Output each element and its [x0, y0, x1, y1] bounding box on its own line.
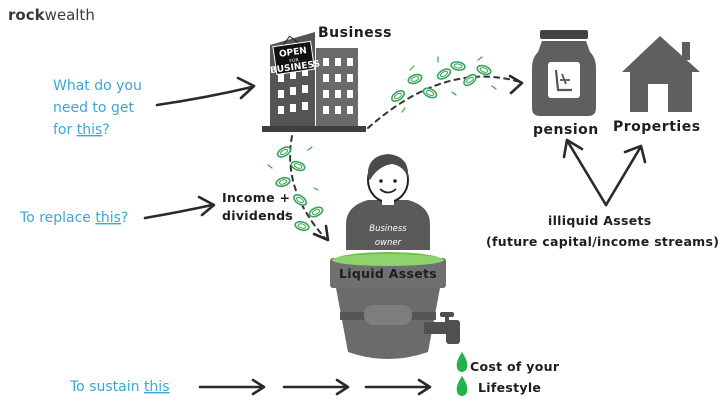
coin-icon	[463, 73, 477, 87]
coin-icon	[294, 220, 310, 232]
question-replace: To replace this?	[19, 210, 128, 226]
owner-label-line-1: Business	[369, 224, 407, 234]
svg-text:FOR: FOR	[289, 57, 299, 64]
arrow-to-pension	[562, 138, 608, 207]
brand-logo: rockwealth	[8, 6, 95, 24]
coin-icon	[275, 176, 291, 188]
illiquid-label-line-1: illiquid Assets	[548, 213, 652, 228]
coin-icon	[293, 194, 307, 206]
income-label-line-2: dividends	[222, 208, 293, 223]
question-1-line-2: need to get	[53, 100, 134, 116]
coin-icon	[450, 61, 466, 71]
coin-icon	[391, 90, 405, 102]
cost-label-line-2: Lifestyle	[478, 380, 541, 395]
liquid-assets-label: Liquid Assets	[339, 266, 437, 281]
illiquid-label-line-2: (future capital/income streams)	[486, 234, 719, 249]
arrow-to-business	[155, 76, 256, 107]
properties-label: Properties	[613, 119, 701, 135]
water-drop-icon	[456, 376, 468, 396]
question-2-link: this	[95, 210, 121, 226]
coin-icon	[407, 73, 423, 85]
question-1-link: this	[77, 122, 103, 138]
owner-label-line-2: owner	[375, 238, 402, 248]
tap-icon	[424, 312, 460, 344]
coin-icon	[308, 206, 324, 218]
arrow-to-properties	[604, 144, 647, 207]
coin-icon	[276, 146, 292, 158]
question-1-line-3: for this?	[53, 122, 110, 138]
question-get-business: What do you need to get for this?	[53, 78, 142, 138]
house-icon	[622, 36, 700, 112]
question-1-line-1: What do you	[53, 78, 142, 94]
water-drop-icon	[456, 352, 468, 372]
sustain-arrows	[198, 378, 432, 396]
question-3-link: this	[144, 379, 170, 395]
bucket-icon	[330, 252, 446, 359]
arrow-to-income	[143, 195, 216, 220]
income-label-line-1: Income +	[222, 190, 290, 205]
flow-business-to-pension	[367, 75, 521, 129]
pension-jar-icon	[532, 30, 596, 116]
svg-text:OPEN: OPEN	[278, 46, 307, 60]
coins-to-bucket	[267, 146, 324, 232]
coin-icon	[476, 64, 492, 76]
pension-label: pension	[533, 122, 599, 138]
coin-icon	[436, 68, 452, 80]
flow-business-to-bucket	[289, 135, 326, 239]
coins-to-pension	[391, 56, 497, 113]
coin-icon	[290, 160, 306, 172]
coin-icon	[422, 87, 438, 99]
question-sustain: To sustain this	[69, 379, 169, 395]
cost-label-line-1: Cost of your	[470, 359, 560, 374]
person-icon	[346, 154, 430, 250]
business-label: Business	[318, 25, 392, 41]
